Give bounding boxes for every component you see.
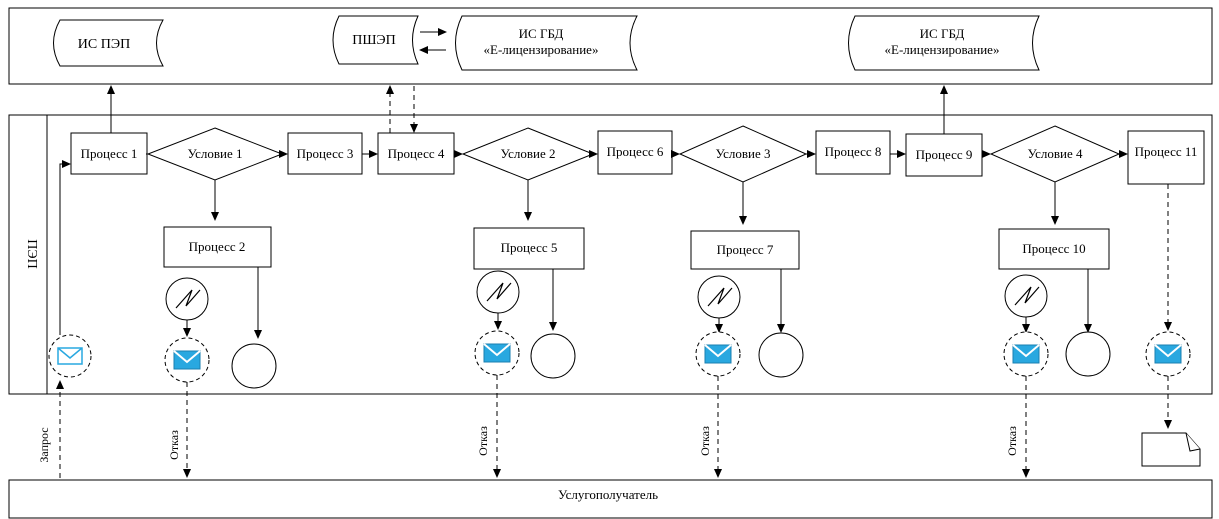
system-is-pep-label: ИС ПЭП — [78, 37, 130, 52]
recipient-label: Услугополучатель — [558, 487, 658, 502]
process-5-label: Процесс 5 — [501, 240, 558, 255]
process-7-label: Процесс 7 — [717, 242, 774, 257]
refusal-label-3: Отказ — [698, 426, 712, 456]
condition-1: Условие 1 — [146, 127, 284, 181]
document-icon — [1141, 432, 1201, 467]
envelope-icon — [173, 350, 201, 370]
condition-3-label: Условие 3 — [715, 146, 770, 161]
end-event-1 — [231, 343, 277, 389]
process-1-label: Процесс 1 — [81, 146, 138, 161]
envelope-icon — [1154, 344, 1182, 364]
system-is-gbd-2-line2: «Е-лицензирование» — [885, 42, 1000, 57]
timer-icon-2 — [476, 270, 520, 314]
message-event-4 — [1003, 331, 1049, 377]
refusal-label-1: Отказ — [167, 430, 181, 460]
process-4-label: Процесс 4 — [388, 146, 445, 161]
process-2-label: Процесс 2 — [189, 239, 246, 254]
signal-icon — [175, 289, 201, 309]
system-is-pep: ИС ПЭП — [53, 19, 164, 67]
process-9-label: Процесс 9 — [916, 147, 973, 162]
system-is-gbd-2: ИС ГБД «Е-лицензирование» — [848, 15, 1040, 71]
condition-4: Условие 4 — [989, 125, 1121, 183]
recipient-pool — [8, 479, 1213, 519]
pep-lane — [8, 114, 1213, 395]
request-label: Запрос — [37, 427, 51, 462]
process-8: Процесс 8 — [815, 130, 891, 175]
condition-3: Условие 3 — [678, 125, 808, 183]
condition-1-label: Условие 1 — [187, 146, 242, 161]
envelope-icon — [704, 344, 732, 364]
refusal-arrows — [183, 375, 1030, 478]
lane-label: ПЭП — [24, 239, 39, 268]
message-event-1 — [164, 337, 210, 383]
end-event-2 — [530, 333, 576, 379]
process-6-label: Процесс 6 — [607, 144, 664, 159]
system-is-gbd-2-line1: ИС ГБД — [920, 26, 965, 41]
process-4: Процесс 4 — [377, 132, 455, 175]
signal-icon — [707, 287, 733, 307]
process-9: Процесс 9 — [905, 133, 983, 177]
process-1: Процесс 1 — [70, 132, 148, 175]
process-8-label: Процесс 8 — [825, 144, 882, 159]
signal-icon — [1014, 286, 1040, 306]
envelope-outline-icon — [57, 347, 83, 359]
process-3: Процесс 3 — [287, 132, 363, 175]
timer-icon-4 — [1004, 274, 1048, 318]
timer-icon-1 — [165, 277, 209, 321]
arrow-start-to-p1 — [59, 160, 71, 335]
system-is-gbd-1-line2: «Е-лицензирование» — [484, 42, 599, 57]
signal-icon — [486, 282, 512, 302]
process-6: Процесс 6 — [597, 130, 673, 175]
process-10-label: Процесс 10 — [1022, 241, 1085, 256]
condition-2: Условие 2 — [461, 127, 595, 181]
process-7: Процесс 7 — [690, 230, 800, 270]
process-3-label: Процесс 3 — [297, 146, 354, 161]
message-event-2 — [474, 330, 520, 376]
envelope-icon — [1012, 344, 1040, 364]
message-event-5 — [1145, 331, 1191, 377]
condition-2-label: Условие 2 — [500, 146, 555, 161]
process-5: Процесс 5 — [473, 227, 585, 270]
end-event-4 — [1065, 331, 1111, 377]
systems-pool — [8, 7, 1213, 85]
start-event — [48, 334, 92, 378]
refusal-label-4: Отказ — [1005, 426, 1019, 456]
end-event-3 — [758, 332, 804, 378]
process-11-label: Процесс 11 — [1135, 144, 1198, 159]
message-event-3 — [695, 331, 741, 377]
condition-4-label: Условие 4 — [1027, 146, 1083, 161]
system-is-gbd-1: ИС ГБД «Е-лицензирование» — [455, 15, 638, 71]
envelope-icon — [483, 343, 511, 363]
system-is-gbd-1-line1: ИС ГБД — [519, 26, 564, 41]
system-pshep-label: ПШЭП — [352, 33, 396, 48]
system-pshep: ПШЭП — [332, 15, 419, 65]
timer-icon-3 — [697, 275, 741, 319]
refusal-label-2: Отказ — [476, 426, 490, 456]
process-11: Процесс 11 — [1127, 130, 1205, 185]
process-10: Процесс 10 — [998, 228, 1110, 270]
process-2: Процесс 2 — [163, 226, 272, 268]
